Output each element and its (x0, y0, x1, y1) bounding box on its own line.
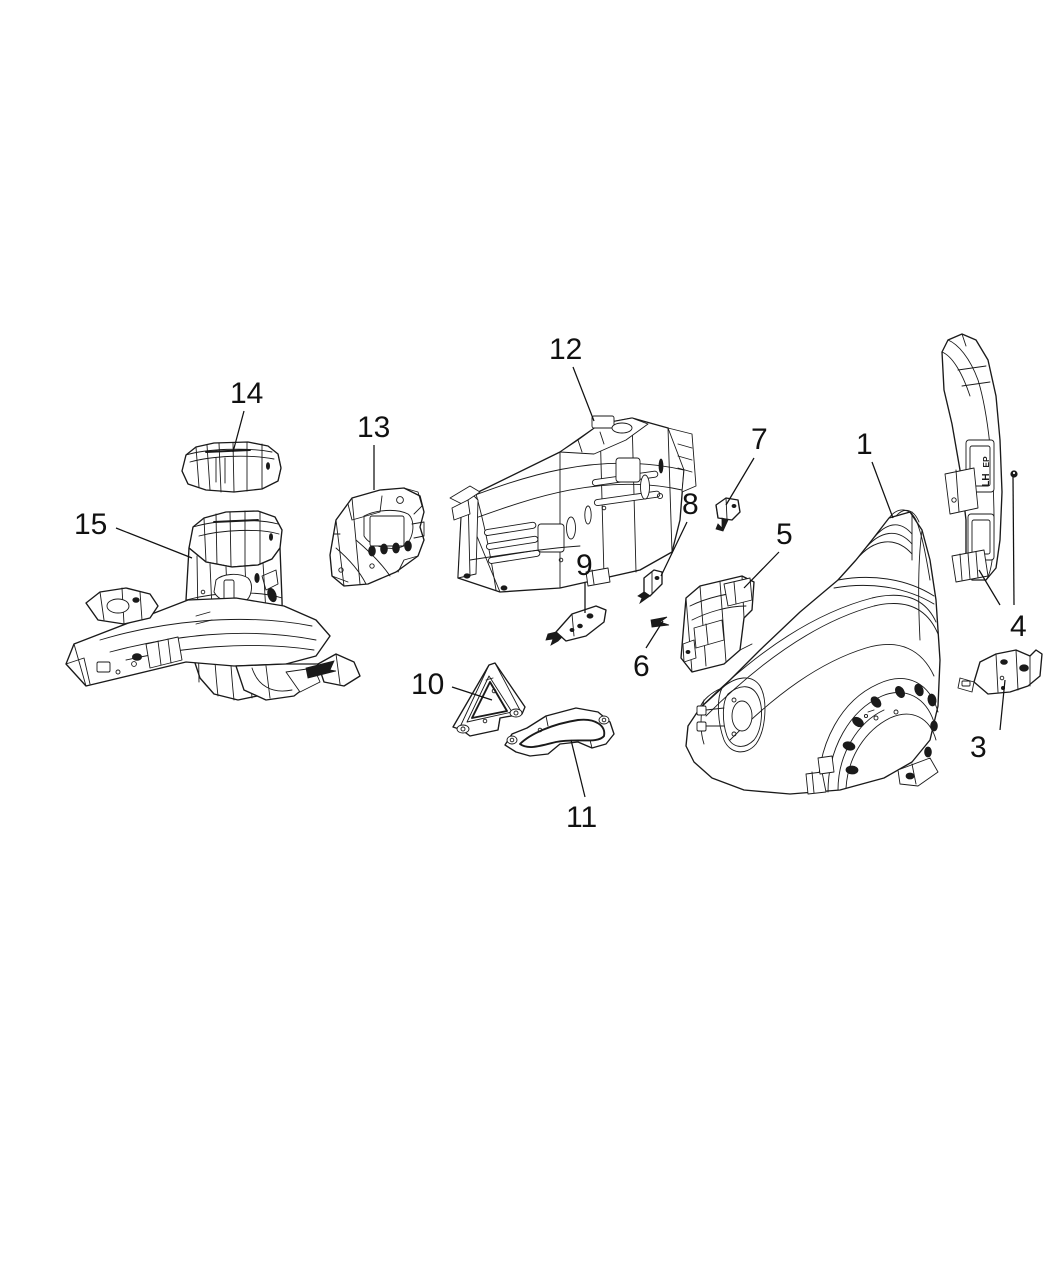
part-12-front-frame-rail-assembly (449, 415, 697, 593)
part-5-fender-front-support-bracket (680, 575, 755, 673)
callout-label-1[interactable]: 1 (856, 428, 873, 461)
part-8-small-retainer-bracket (637, 569, 663, 605)
callout-label-9[interactable]: 9 (576, 549, 593, 582)
leader-14 (232, 410, 245, 453)
part-7-upper-fender-clip-bracket (715, 497, 741, 532)
part-1-front-fender-panel (685, 509, 941, 795)
callout-label-5[interactable]: 5 (776, 518, 793, 551)
part-15-wheelhouse-rail-assembly (65, 510, 361, 701)
callout-label-14[interactable]: 14 (230, 377, 264, 410)
part-3-lower-fender-mounting-bracket (957, 649, 1043, 695)
callout-label-15[interactable]: 15 (74, 508, 108, 541)
callout-label-7[interactable]: 7 (751, 423, 768, 456)
callout-label-8[interactable]: 8 (682, 488, 699, 521)
part-13-rail-extension-reinforcement (329, 487, 425, 587)
leader-5 (743, 551, 780, 589)
leader-6 (645, 620, 664, 649)
callout-label-13[interactable]: 13 (357, 411, 391, 444)
leader-15 (115, 527, 193, 559)
leader-4b (978, 569, 1001, 606)
part-marking-lh: LH (981, 473, 992, 486)
part-9-shield-bracket (545, 605, 607, 646)
leader-7 (725, 457, 755, 506)
part-11-reinforcement-plate (504, 707, 615, 757)
leader-8 (660, 521, 688, 577)
part-14-shock-tower-cover (181, 441, 282, 493)
leader-4 (1012, 476, 1015, 606)
part-marking-ep: EP (981, 456, 991, 468)
callout-label-4[interactable]: 4 (1010, 610, 1027, 643)
part-6-clip-fastener (650, 616, 670, 628)
leader-11 (570, 739, 586, 798)
callout-label-12[interactable]: 12 (549, 333, 583, 366)
callout-label-3[interactable]: 3 (970, 731, 987, 764)
leader-3 (999, 679, 1006, 731)
leader-lines (115, 366, 1015, 798)
leader-12 (572, 366, 595, 422)
callout-label-6[interactable]: 6 (633, 650, 650, 683)
part-4-lh-headlamp-support-reinforcement: LH EP (941, 333, 1018, 583)
callout-label-10[interactable]: 10 (411, 668, 445, 701)
leader-10 (451, 686, 493, 701)
callout-label-11[interactable]: 11 (566, 801, 598, 834)
leader-1 (871, 461, 894, 519)
